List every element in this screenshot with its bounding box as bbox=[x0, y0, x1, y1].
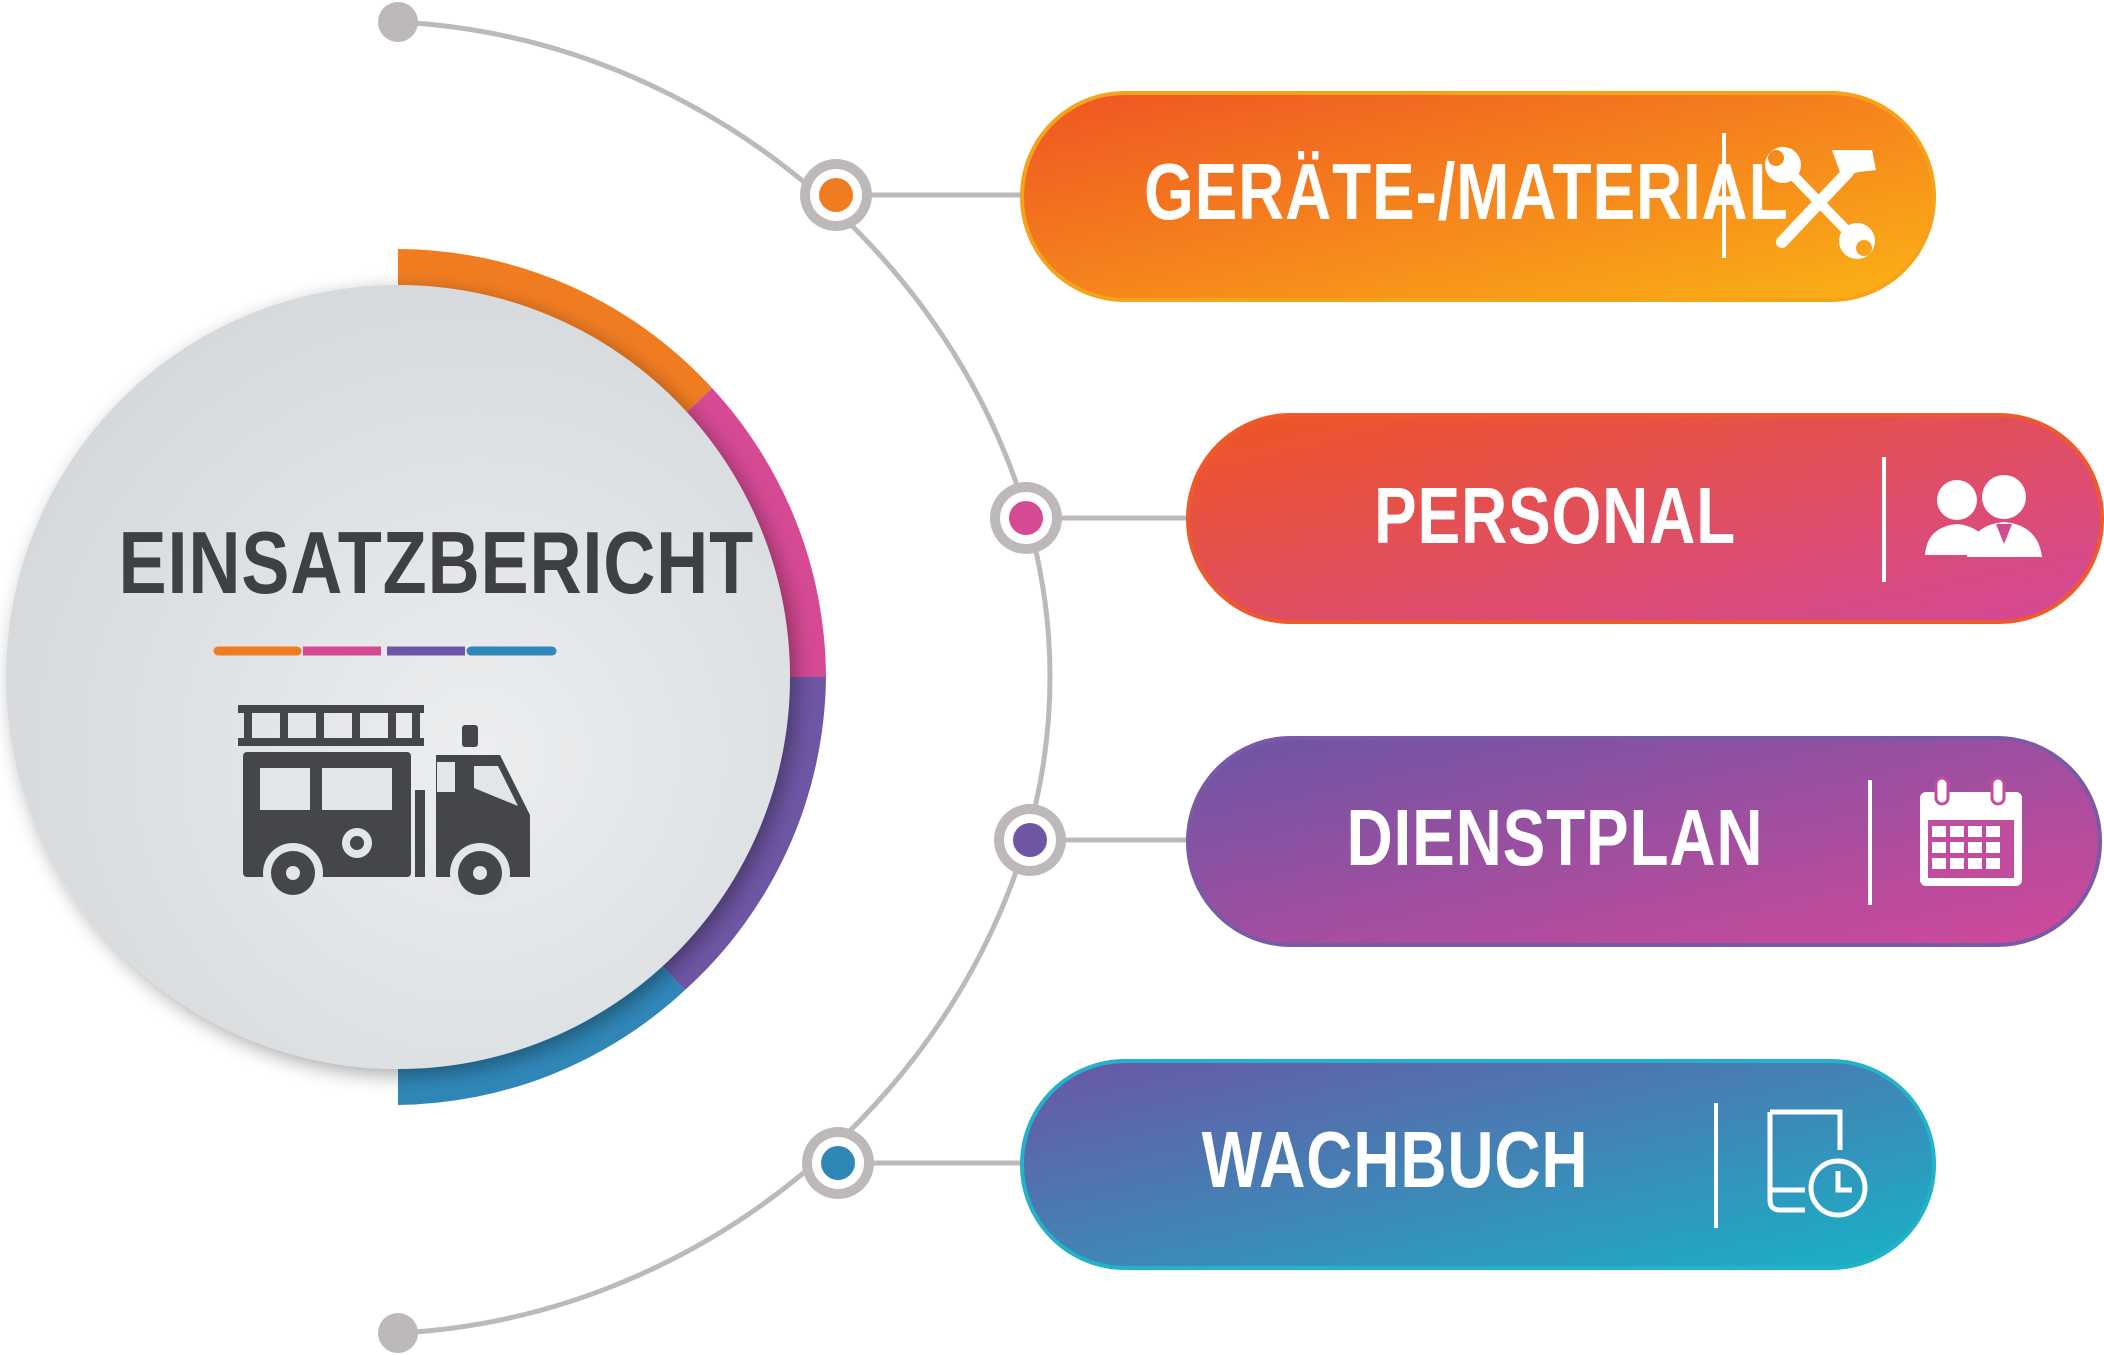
center-title: EINSATZBERICHT bbox=[118, 513, 755, 612]
center-disc bbox=[6, 285, 790, 1069]
calendar-icon bbox=[1920, 776, 2022, 886]
node-1 bbox=[800, 159, 872, 231]
pill-label-personal: PERSONAL bbox=[1374, 471, 1736, 560]
tools-icon bbox=[1765, 147, 1876, 259]
pill-wachbuch[interactable] bbox=[1020, 1059, 1936, 1270]
arc-end-top bbox=[378, 2, 418, 42]
pill-personal[interactable] bbox=[1186, 413, 2104, 624]
pill-label-dienstplan: DIENSTPLAN bbox=[1346, 793, 1764, 882]
node-4 bbox=[802, 1127, 874, 1199]
pill-geraete-material[interactable] bbox=[1020, 91, 1936, 302]
pill-label-wachbuch: WACHBUCH bbox=[1201, 1115, 1589, 1204]
node-2 bbox=[990, 482, 1062, 554]
node-3 bbox=[994, 804, 1066, 876]
fire-truck-icon bbox=[238, 705, 530, 903]
pill-label-geraete-material: GERÄTE-/MATERIAL bbox=[1144, 147, 1789, 236]
connector-arc bbox=[397, 19, 1053, 1336]
arc-end-bottom bbox=[378, 1313, 418, 1353]
book-clock-icon bbox=[1767, 1109, 1868, 1218]
people-icon bbox=[1925, 475, 2042, 557]
